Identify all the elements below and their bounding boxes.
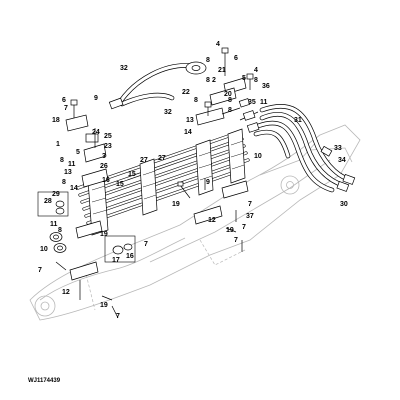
left-fittings [37,191,136,263]
callout: 26 [100,163,108,170]
callout: 6 [62,97,66,104]
callout: 31 [294,117,302,124]
right-fittings [238,98,260,133]
callout: 15 [128,171,136,178]
callout: 34 [338,157,346,164]
callout: 21 [218,67,226,74]
callout: 35 [248,99,256,106]
callout: 8 [58,227,62,234]
callout: 11 [50,221,58,228]
callout: 7 [234,237,238,244]
callout: 7 [242,224,246,231]
hose-32 [108,61,207,110]
callout: 23 [104,143,112,150]
callout: 27 [158,155,166,162]
callout: 19 [100,231,108,238]
callout: 20 [224,91,232,98]
callout: 1 [56,141,60,148]
callout: 11 [260,99,268,106]
callout-labels: 4 6 8 21 4 8 32 2 5 8 22 20 36 6 9 8 32 … [38,41,348,320]
callout: 16 [126,253,134,260]
callout: 14 [184,129,192,136]
callout: 15 [116,181,124,188]
callout: 27 [140,157,148,164]
callout: 3 [102,153,106,160]
callout: 7 [38,267,42,274]
callout: 5 [76,149,80,156]
callout: 10 [40,246,48,253]
callout: 19 [226,227,234,234]
callout: 8 [60,157,64,164]
callout: 4 [254,67,258,74]
callout: 30 [340,201,348,208]
callout: 28 [44,198,52,205]
callout: 19 [172,201,180,208]
callout: 13 [186,117,194,124]
callout: 7 [116,313,120,320]
callout: 37 [246,213,254,220]
callout: 22 [182,89,190,96]
callout: 5 [242,75,246,82]
callout: 10 [254,153,262,160]
callout: 9 [206,179,210,186]
callout: 11 [68,161,76,168]
top-clamp-plates [65,77,247,188]
callout: 8 [194,97,198,104]
callout: 7 [64,105,68,112]
callout: 14 [70,185,78,192]
callout: 12 [62,289,70,296]
callout: 33 [334,145,342,152]
callout: 8 [228,97,232,104]
callout: 8 [62,179,66,186]
hoses-right [253,103,356,193]
callout: 32 [164,109,172,116]
callout: 4 [216,41,220,48]
callout: 16 [102,177,110,184]
callout: 32 [120,65,128,72]
callout: 29 [52,191,60,198]
callout: 9 [94,95,98,102]
callout: 8 [206,57,210,64]
callout: 6 [234,55,238,62]
boom-outline [29,124,361,321]
callout: 36 [262,83,270,90]
callout: 8 [254,77,258,84]
callout: 2 [212,77,216,84]
tube-clamps [87,128,246,236]
callout: 8 [228,107,232,114]
bottom-clamp-plates [69,180,249,281]
callout: 8 [206,77,210,84]
callout: 13 [64,169,72,176]
callout: 18 [52,117,60,124]
callout: 24 [92,129,100,136]
callout: 25 [104,133,112,140]
callout: 7 [144,241,148,248]
figure-id: WJ1174439 [28,378,61,384]
callout: 19 [100,302,108,309]
callout: 12 [208,217,216,224]
callout: 7 [248,201,252,208]
callout: 17 [112,257,120,264]
